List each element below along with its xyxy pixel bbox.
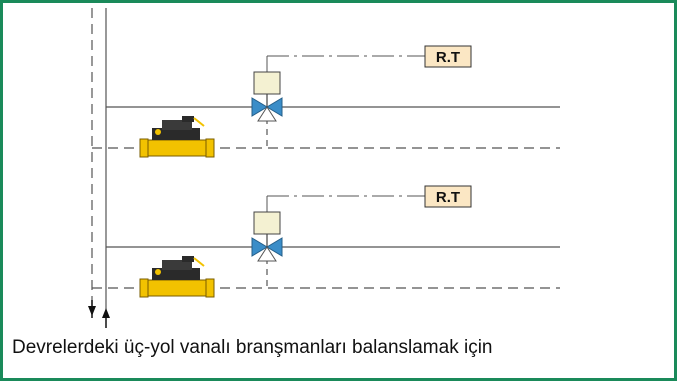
balancing-valve-icon xyxy=(139,116,215,158)
branch-2: R.T xyxy=(92,185,560,298)
controller-label: R.T xyxy=(436,49,460,66)
balancing-valve-icon xyxy=(139,256,215,298)
arrow-down-icon xyxy=(88,300,96,318)
actuator-icon xyxy=(253,71,281,107)
three-way-valve-icon xyxy=(251,237,283,262)
controller-label: R.T xyxy=(436,189,460,206)
room-thermostat-icon: R.T xyxy=(424,45,472,68)
three-way-valve-icon xyxy=(251,97,283,122)
branch-1: R.T xyxy=(92,45,560,158)
actuator-icon xyxy=(253,211,281,247)
room-thermostat-icon: R.T xyxy=(424,185,472,208)
caption: Devrelerdeki üç-yol vanalı branşmanları … xyxy=(12,337,493,358)
arrow-up-icon xyxy=(102,308,110,328)
